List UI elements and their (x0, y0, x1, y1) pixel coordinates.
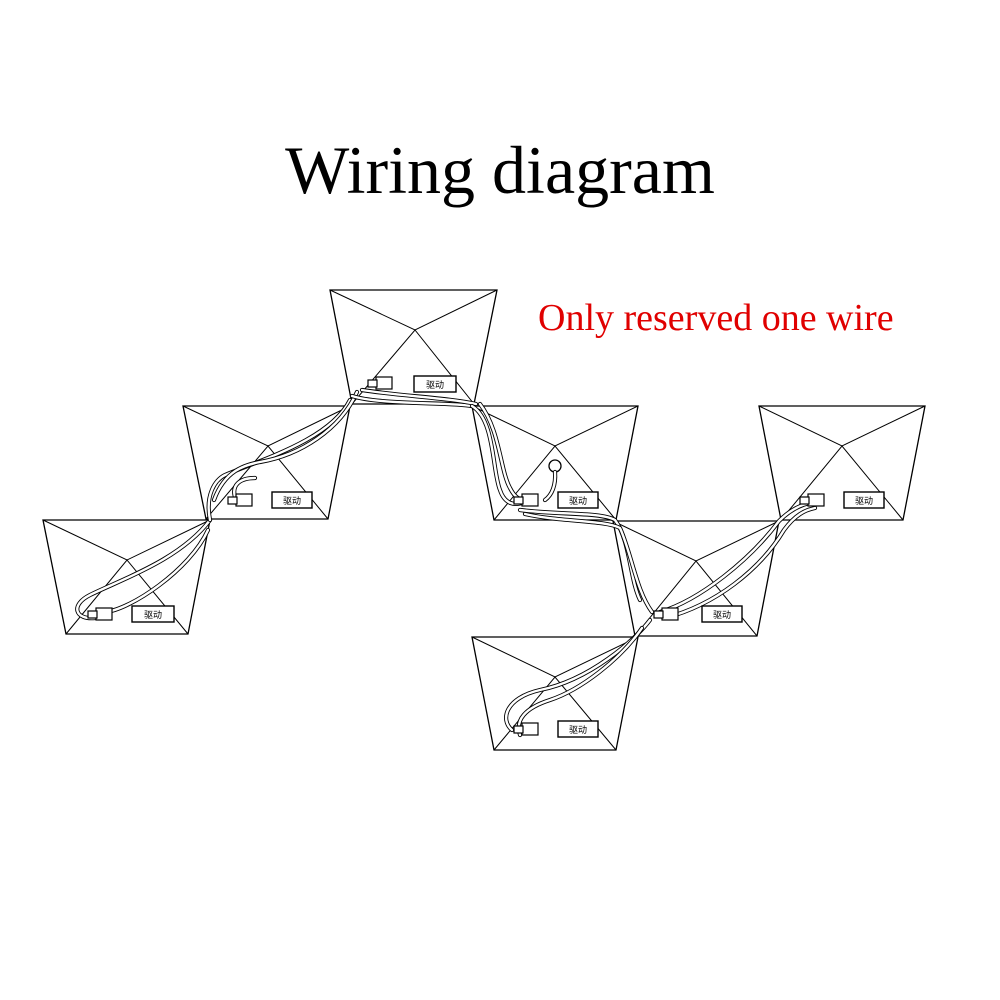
panel-center-right (471, 405, 639, 521)
driver-unit-upper-left: 驱动 (227, 491, 313, 509)
panel-far-right (758, 405, 926, 521)
driver-unit-far-right: 驱动 (799, 491, 885, 509)
driver-unit-center-right: 驱动 (513, 491, 599, 509)
driver-label: 驱动 (713, 610, 731, 621)
driver-label: 驱动 (569, 496, 587, 507)
driver-label: 驱动 (426, 380, 444, 391)
reserved-wire-note: Only reserved one wire (538, 297, 894, 339)
driver-unit-top-center: 驱动 (367, 375, 457, 393)
driver-unit-lower-right: 驱动 (653, 605, 743, 623)
driver-label: 驱动 (144, 610, 162, 621)
driver-label: 驱动 (569, 725, 587, 736)
driver-unit-bottom: 驱动 (513, 720, 599, 738)
driver-label: 驱动 (855, 496, 873, 507)
driver-unit-far-left: 驱动 (87, 605, 175, 623)
diagram-title: Wiring diagram (285, 132, 715, 208)
wire-group (75, 387, 818, 738)
reserved-wire-end (542, 459, 562, 503)
driver-label: 驱动 (283, 496, 301, 507)
